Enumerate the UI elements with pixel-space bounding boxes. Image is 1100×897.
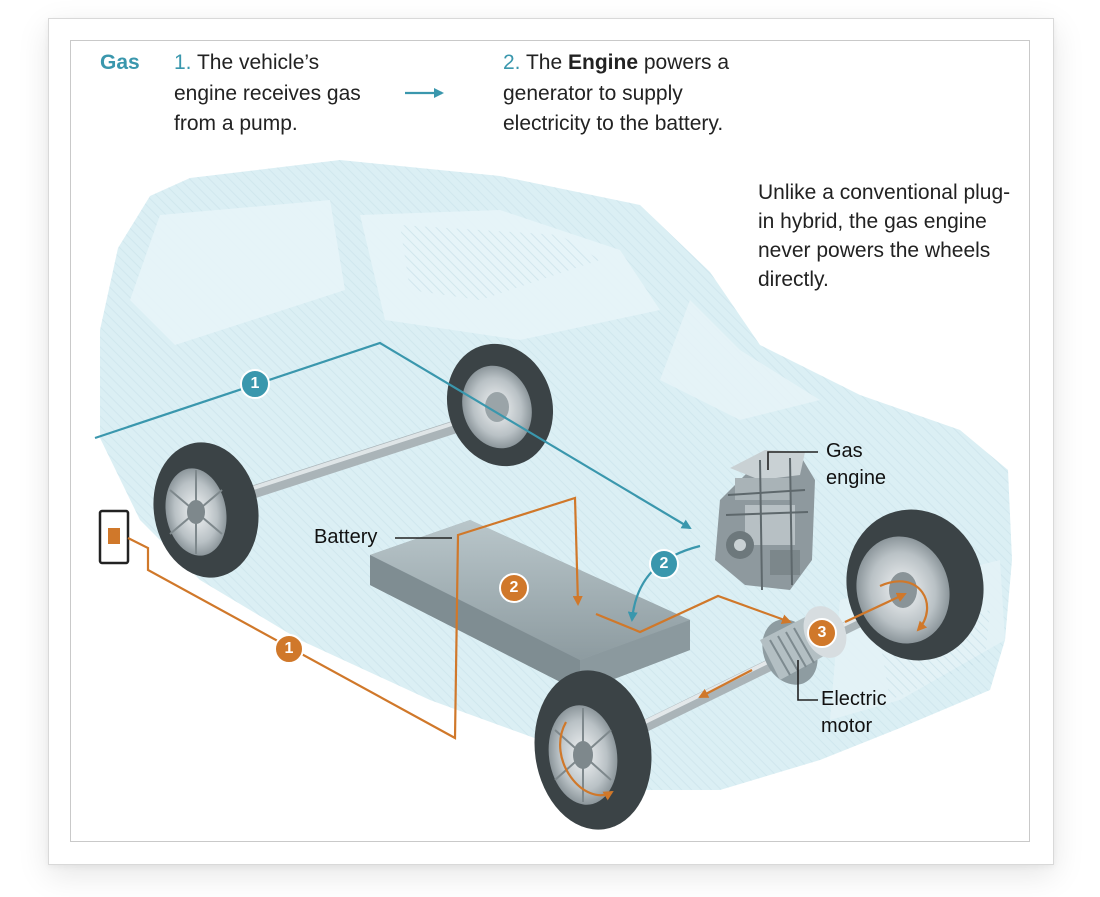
- step-1-text: 1. The vehicle’s engine receives gas fro…: [174, 48, 384, 140]
- marker-orange-2-label: 2: [509, 579, 519, 596]
- marker-orange-3: 3: [807, 618, 837, 648]
- marker-orange-3-label: 3: [817, 624, 827, 641]
- front-left-wheel: [534, 670, 652, 830]
- step-1-description: The vehicle’s engine receives gas from a…: [174, 51, 361, 135]
- explanatory-note: Unlike a conventional plug-in hybrid, th…: [758, 181, 1011, 291]
- marker-teal-1: 1: [240, 369, 270, 399]
- step-2-post: powers a generator to supply electricity…: [503, 51, 730, 135]
- marker-orange-1-label: 1: [284, 640, 294, 657]
- step-2-text: 2. The Engine powers a generator to supp…: [503, 48, 763, 140]
- marker-teal-2-label: 2: [659, 555, 669, 572]
- electric-flow-path: [127, 496, 929, 801]
- category-label: Gas: [100, 51, 140, 74]
- battery-pack: [370, 520, 690, 692]
- marker-teal-1-label: 1: [250, 375, 260, 392]
- rear-axle: [203, 407, 502, 513]
- label-battery: Battery: [314, 526, 378, 548]
- marker-orange-2: 2: [499, 573, 529, 603]
- gas-engine-block: [715, 450, 815, 591]
- step-1-number: 1.: [174, 51, 192, 74]
- label-electric-motor: Electric motor: [821, 688, 887, 737]
- rear-left-wheel: [153, 442, 259, 578]
- step-2-bold: Engine: [568, 51, 639, 74]
- step-2-number: 2.: [503, 51, 521, 74]
- marker-orange-1: 1: [274, 634, 304, 664]
- label-gas-engine: Gas engine: [826, 440, 887, 489]
- rear-right-wheel: [446, 343, 554, 467]
- marker-teal-2: 2: [649, 549, 679, 579]
- step-2-pre: The: [525, 51, 569, 74]
- wall-outlet: [98, 509, 130, 565]
- label-leaders: [395, 451, 818, 701]
